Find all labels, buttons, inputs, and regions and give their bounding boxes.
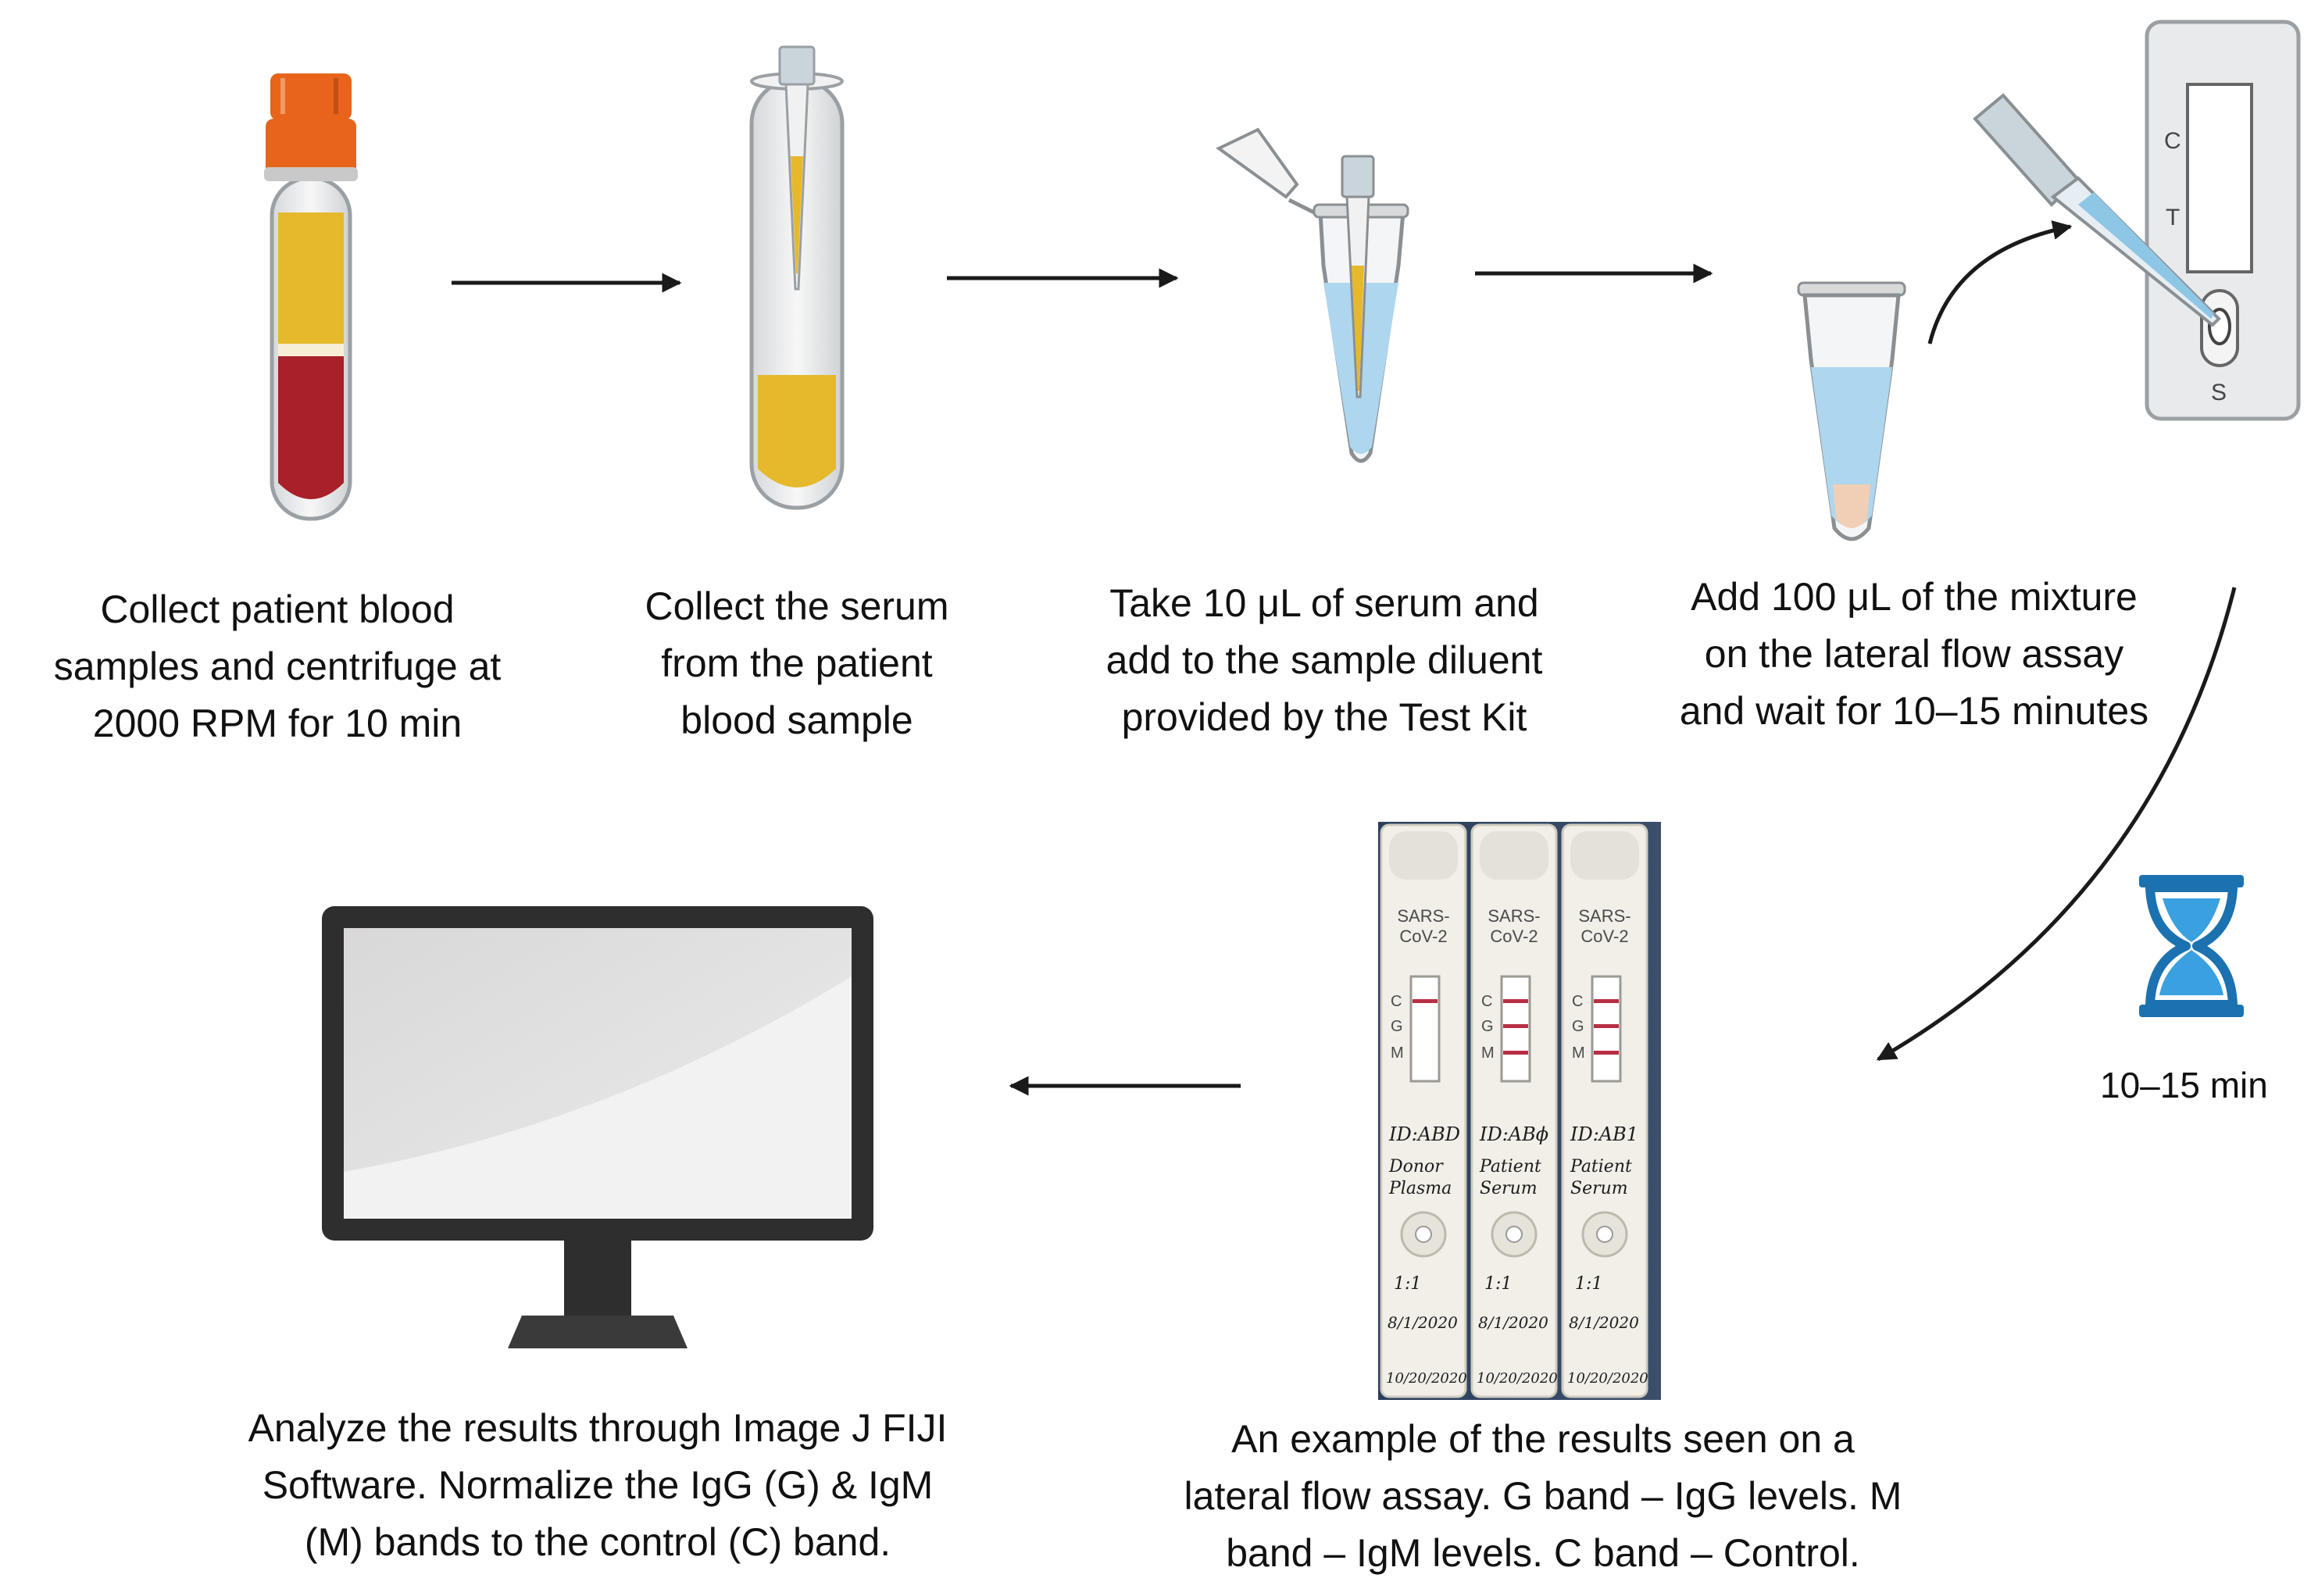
strip-note: Patient [1479, 1157, 1541, 1176]
strip-band-label: M [1481, 1044, 1495, 1062]
strip-date: 8/1/2020 [1569, 1313, 1639, 1332]
strip-ratio: 1:1 [1484, 1274, 1512, 1294]
hourglass-icon [2139, 875, 2244, 1017]
step2-caption-line: from the patient [661, 641, 933, 685]
strip-band-label: G [1572, 1018, 1584, 1035]
step4-caption: Add 100 μL of the mixture on the lateral… [1625, 569, 2203, 740]
strip-window [1591, 975, 1622, 1083]
step3-caption-line: provided by the Test Kit [1121, 695, 1527, 739]
strip-title: CoV-2 [1580, 927, 1628, 946]
strip-band-label: C [1481, 993, 1492, 1010]
step3-caption: Take 10 μL of serum and add to the sampl… [1055, 575, 1594, 746]
strip-id: ID:AB1 [1570, 1123, 1638, 1145]
strip-date: 10/20/2020 [1477, 1370, 1558, 1387]
step6-caption-line: Analyze the results through Image J FIJI [248, 1406, 948, 1450]
step4-caption-line: Add 100 μL of the mixture [1691, 575, 2138, 619]
strip-band [1503, 999, 1528, 1003]
strip-note: Plasma [1388, 1179, 1452, 1198]
step4-caption-line: and wait for 10–15 minutes [1679, 689, 2149, 733]
strip-grip [1570, 831, 1639, 880]
strip-grip [1389, 831, 1458, 880]
strip-ratio: 1:1 [1575, 1274, 1602, 1294]
mixture-microtube-illustration [1797, 281, 1906, 541]
step1-caption-line: samples and centrifuge at [53, 644, 502, 688]
strip-band-label: M [1572, 1044, 1585, 1062]
strip-band [1413, 999, 1438, 1003]
strip-band-label: C [1572, 993, 1583, 1010]
step6-caption-line: Software. Normalize the IgG (G) & IgM [262, 1463, 934, 1507]
strip-band [1594, 1051, 1619, 1055]
strip-date: 8/1/2020 [1388, 1313, 1458, 1332]
strip-title: SARS- [1488, 906, 1540, 926]
strip-id: ID:ABD [1388, 1123, 1460, 1145]
step5-caption: An example of the results seen on a late… [1117, 1411, 1969, 1582]
step4-caption-line: on the lateral flow assay [1704, 632, 2124, 676]
strip-band [1594, 1024, 1619, 1028]
blood-tube-illustration [264, 73, 358, 521]
diluent-microtube-illustration [1216, 127, 1409, 463]
step3-caption-line: Take 10 μL of serum and [1109, 581, 1539, 625]
strip-note: Serum [1570, 1179, 1628, 1198]
strip-note: Patient [1570, 1157, 1632, 1176]
strip-body [1470, 823, 1558, 1398]
step6-caption: Analyze the results through Image J FIJI… [172, 1400, 1023, 1571]
strip-window [1500, 975, 1531, 1083]
strip-sample-hole [1596, 1226, 1613, 1243]
strip-grip [1480, 831, 1548, 880]
step1-caption-line: 2000 RPM for 10 min [92, 702, 463, 745]
strip-band [1594, 999, 1619, 1003]
step2-caption-line: blood sample [680, 698, 913, 742]
strip-window [1409, 975, 1441, 1083]
timer-label: 10–15 min [2100, 1065, 2268, 1105]
strip-note: Serum [1480, 1179, 1538, 1198]
strip-ratio: 1:1 [1394, 1274, 1421, 1294]
strip-date: 10/20/2020 [1567, 1370, 1648, 1387]
strip-body [1380, 823, 1467, 1398]
strip-band-label: M [1391, 1044, 1404, 1062]
cassette-s-label: S [2211, 380, 2227, 405]
arrow-step4-to-step5 [1876, 587, 2237, 1062]
strip-band [1503, 1051, 1528, 1055]
strip-band-label: G [1391, 1018, 1403, 1035]
strip-body [1561, 823, 1648, 1398]
step3-caption-line: add to the sample diluent [1105, 638, 1543, 682]
strip-id: ID:ABϕ [1479, 1123, 1548, 1145]
strip-title: SARS- [1397, 906, 1449, 926]
strip-band-label: C [1391, 993, 1402, 1010]
lateral-flow-strips-photo: SARS-CoV-2CGMID:ABDDonorPlasma1:18/1/202… [1378, 822, 1661, 1400]
serum-tube-illustration [749, 45, 845, 510]
step5-caption-line: An example of the results seen on a [1231, 1417, 1855, 1461]
step2-caption: Collect the serum from the patient blood… [594, 578, 1000, 749]
step1-caption: Collect patient blood samples and centri… [0, 581, 555, 752]
strip-title: CoV-2 [1399, 927, 1447, 946]
strip-date: 10/20/2020 [1386, 1370, 1467, 1387]
pipette-tip-illustration [1973, 93, 2221, 327]
step2-caption-line: Collect the serum [645, 584, 949, 628]
lateral-flow-cassette: C T S [2145, 20, 2301, 421]
step5-caption-line: band – IgM levels. C band – Control. [1226, 1531, 1860, 1575]
strip-title: SARS- [1578, 906, 1630, 926]
strip-note: Donor [1388, 1157, 1444, 1176]
computer-monitor-illustration [322, 906, 873, 1348]
step1-caption-line: Collect patient blood [100, 587, 455, 631]
strip-date: 8/1/2020 [1478, 1313, 1548, 1332]
strip-sample-hole [1415, 1226, 1432, 1243]
step6-caption-line: (M) bands to the control (C) band. [304, 1520, 891, 1564]
step5-caption-line: lateral flow assay. G band – IgG levels.… [1184, 1474, 1902, 1518]
strip-sample-hole [1505, 1226, 1523, 1243]
strip-band [1503, 1024, 1528, 1028]
cassette-c-label: C [2164, 128, 2181, 154]
cassette-t-label: T [2166, 205, 2180, 230]
strip-title: CoV-2 [1490, 927, 1538, 946]
strip-band-label: G [1481, 1018, 1494, 1035]
arrow-tube-to-cassette [1927, 220, 2073, 345]
